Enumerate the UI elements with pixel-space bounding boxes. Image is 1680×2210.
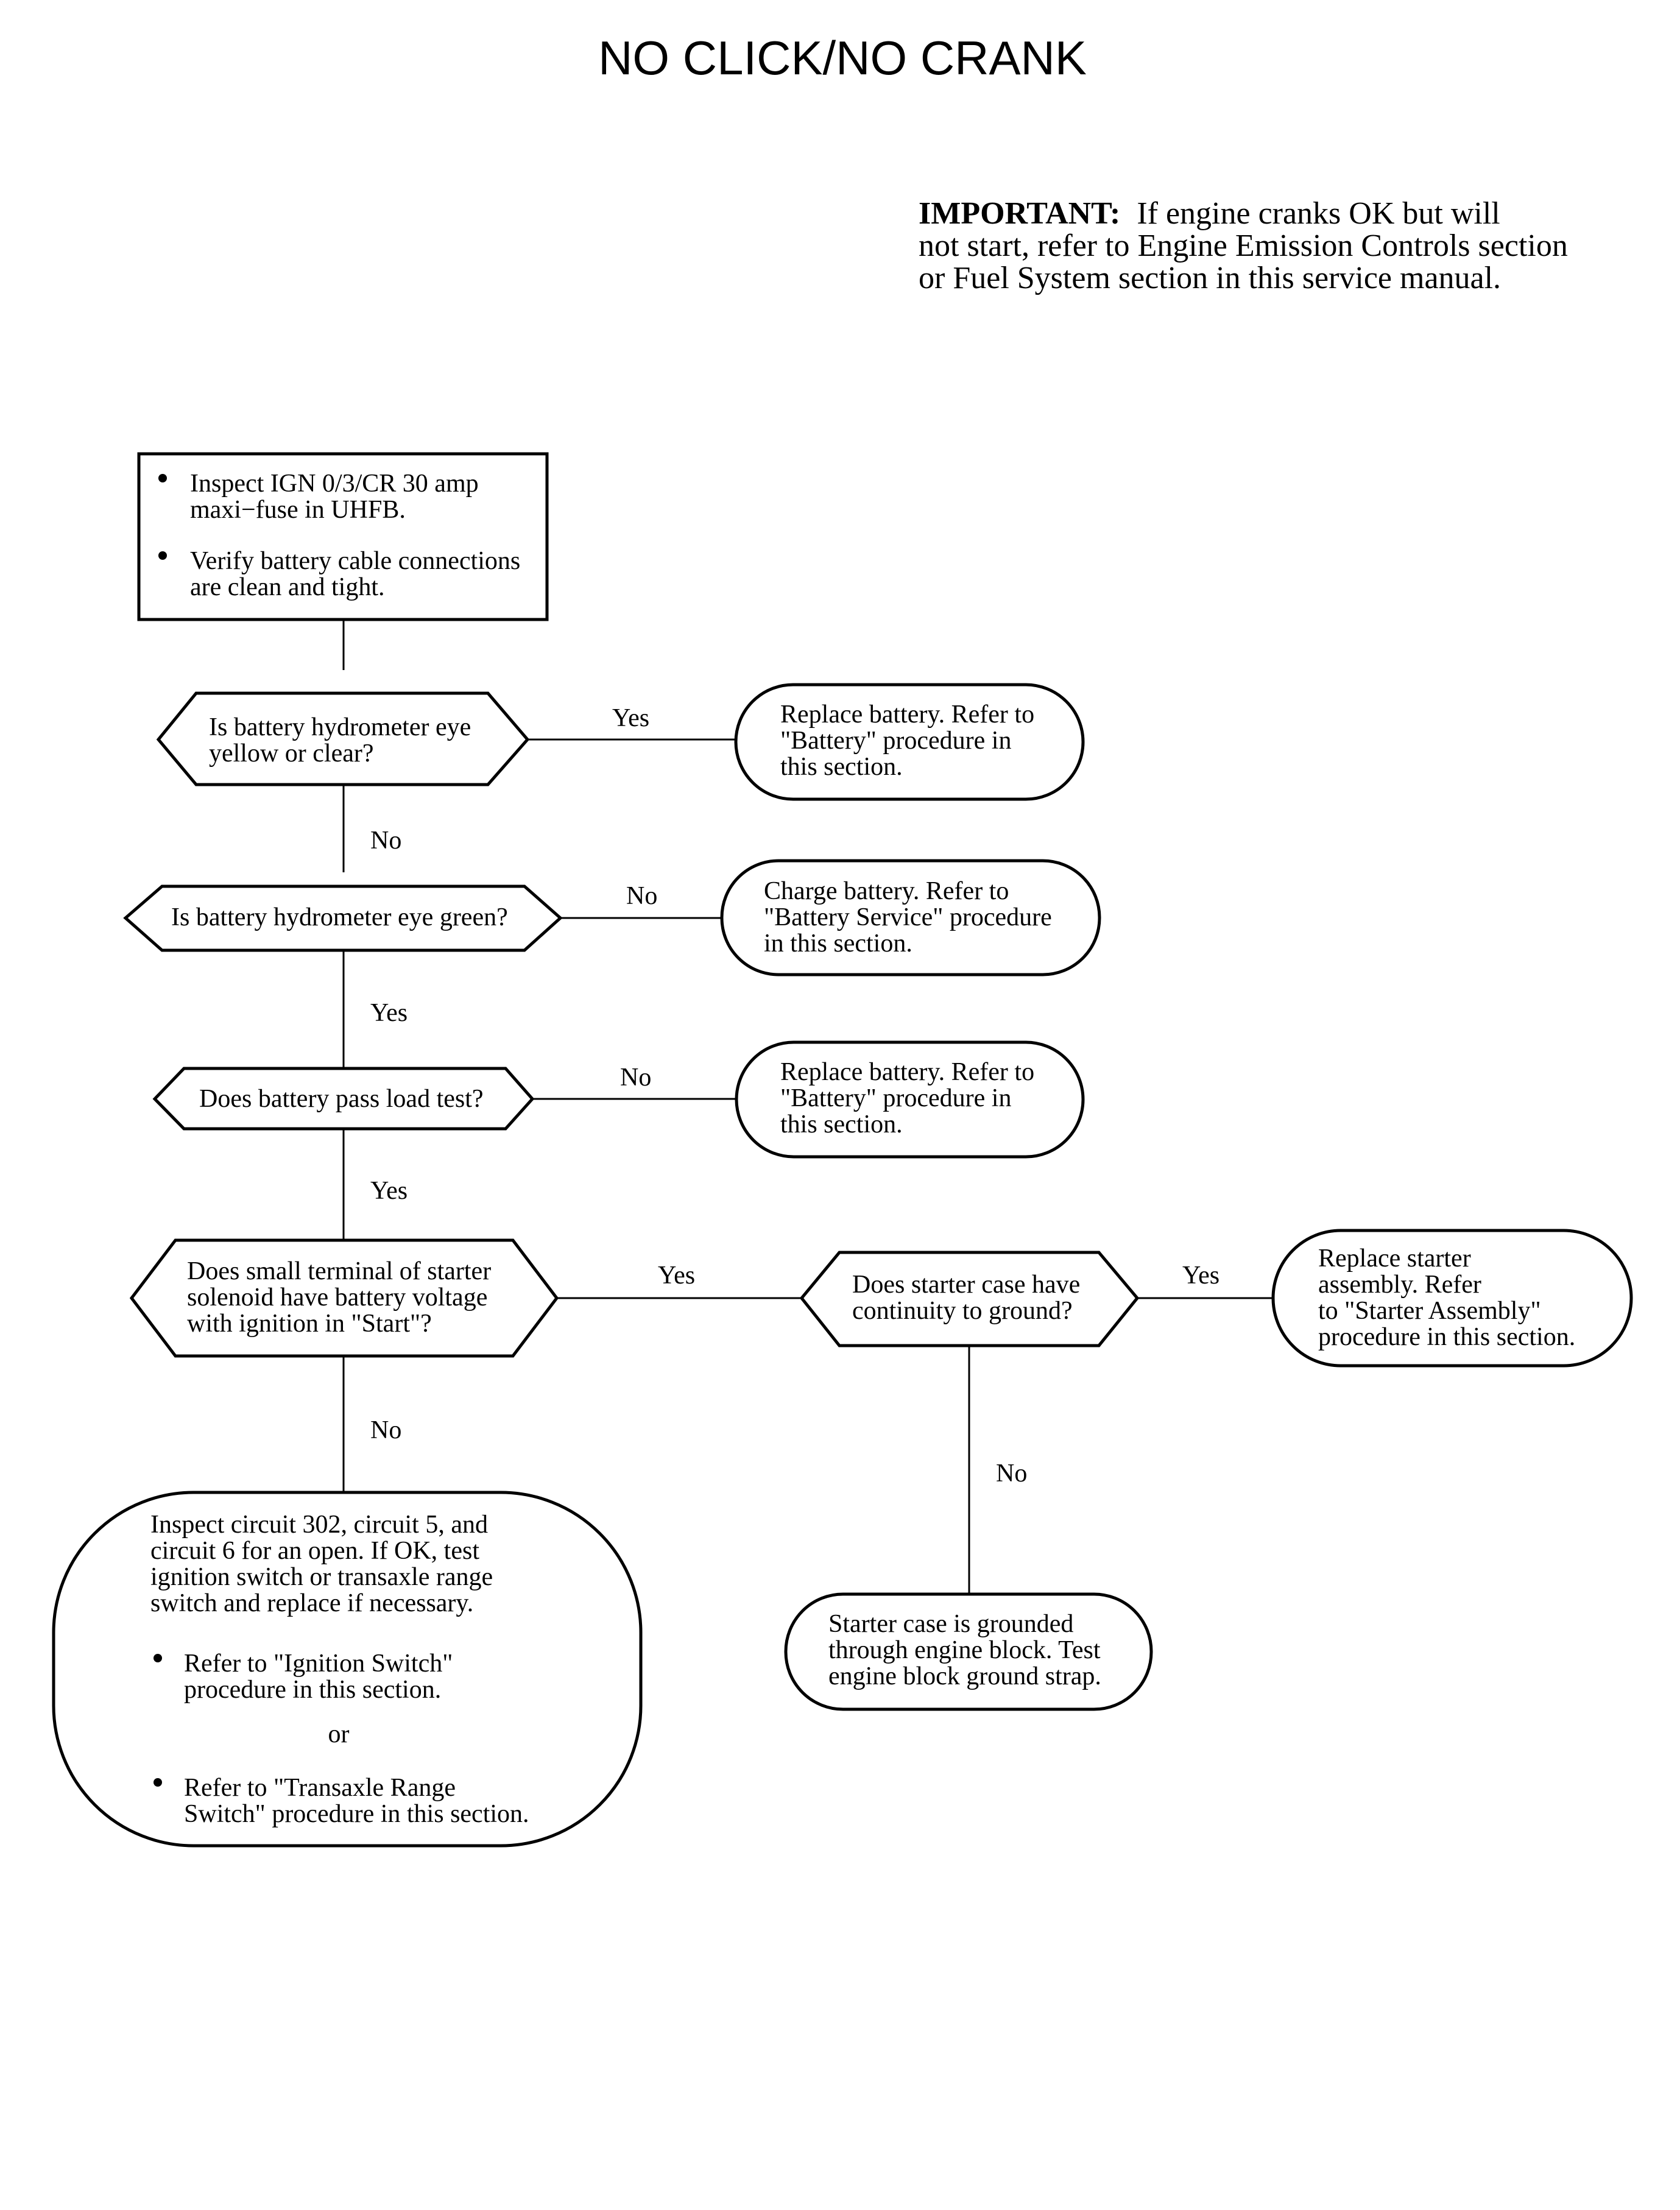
edge-label-d4-no: No [370,1416,401,1444]
action-5-line-1: Starter case is grounded [828,1610,1073,1638]
action-6-ref-2-line-1: Refer to "Transaxle Range [184,1774,456,1802]
edge-label-d4-yes: Yes [658,1262,695,1290]
action-5-line-3: engine block ground strap. [828,1662,1101,1690]
bullet-2 [158,551,167,560]
action-6-ref-1-line-1: Refer to "Ignition Switch" [184,1650,453,1678]
edge-label-d3-yes: Yes [370,1177,408,1205]
edge-label-d1-no: No [370,827,401,855]
action-6-intro-line-2: circuit 6 for an open. If OK, test [150,1537,479,1565]
bullet-3 [154,1654,162,1662]
action-3-line-2: "Battery" procedure in [780,1084,1011,1112]
action-4-line-2: assembly. Refer [1318,1271,1481,1299]
decision-starter-continuity: Does starter case have continuity to gro… [799,1251,1140,1347]
edge-label-d2-yes: Yes [370,999,408,1027]
start-box: Inspect IGN 0/3/CR 30 amp maxi−fuse in U… [137,452,549,621]
action-ground-strap: Starter case is grounded through engine … [784,1592,1153,1711]
action-3-line-1: Replace battery. Refer to [780,1058,1034,1086]
decision-4-line-3: with ignition in "Start"? [187,1310,432,1338]
decision-hydrometer-green: Is battery hydrometer eye green? [123,884,563,952]
page-title: NO CLICK/NO CRANK [598,31,1087,85]
action-6-intro-line-1: Inspect circuit 302, circuit 5, and [150,1511,488,1539]
important-line-1: If engine cranks OK but will [1137,196,1500,231]
svg-text:IMPORTANT: If engine cra: IMPORTANT: If engine cranks OK but will [919,196,1500,231]
start-bullet-2-line-1: Verify battery cable connections [190,547,520,575]
bullet-1 [158,474,167,482]
action-6-ref-1-line-2: procedure in this section. [184,1676,441,1704]
edge-labels: Yes No No Yes No Yes Yes No Yes No [370,704,1219,1488]
decision-5-line-2: continuity to ground? [852,1297,1073,1325]
action-6-or: or [328,1720,350,1748]
action-6-ref-2-line-2: Switch" procedure in this section. [184,1800,529,1828]
action-inspect-circuits: Inspect circuit 302, circuit 5, and circ… [52,1491,643,1848]
decision-hydrometer-yellow: Is battery hydrometer eye yellow or clea… [156,691,530,786]
decision-1-line-2: yellow or clear? [209,740,374,768]
start-bullet-1-line-1: Inspect IGN 0/3/CR 30 amp [190,470,479,498]
action-4-line-3: to "Starter Assembly" [1318,1297,1541,1325]
start-bullet-2-line-2: are clean and tight. [190,573,385,601]
edge-label-d5-no: No [996,1460,1027,1488]
action-4-line-1: Replace starter [1318,1244,1471,1273]
edge-label-d3-no: No [620,1064,651,1092]
edge-label-d2-no: No [626,882,657,910]
action-6-intro-line-3: ignition switch or transaxle range [150,1563,493,1591]
decision-solenoid-voltage: Does small terminal of starter solenoid … [129,1238,559,1358]
decision-5-line-1: Does starter case have [852,1271,1080,1299]
edge-label-d1-yes: Yes [612,704,649,732]
important-line-2: not start, refer to Engine Emission Cont… [919,228,1568,263]
start-bullet-1-line-2: maxi−fuse in UHFB. [190,496,406,524]
action-6-intro-line-4: switch and replace if necessary. [150,1589,473,1617]
decision-2-line-1: Is battery hydrometer eye green? [171,903,508,931]
action-5-line-2: through engine block. Test [828,1636,1101,1664]
important-line-3: or Fuel System section in this service m… [919,261,1501,295]
action-replace-battery-1: Replace battery. Refer to "Battery" proc… [734,683,1085,801]
edge-label-d5-yes: Yes [1182,1262,1219,1290]
action-2-line-3: in this section. [764,930,912,958]
action-replace-battery-2: Replace battery. Refer to "Battery" proc… [735,1040,1085,1159]
action-1-line-1: Replace battery. Refer to [780,701,1034,729]
action-2-line-1: Charge battery. Refer to [764,877,1009,905]
action-replace-starter: Replace starter assembly. Refer to "Star… [1271,1229,1633,1368]
important-label: IMPORTANT: [919,196,1120,231]
action-2-line-2: "Battery Service" procedure [764,903,1052,931]
action-1-line-3: this section. [780,753,903,781]
action-3-line-3: this section. [780,1110,903,1139]
decision-4-line-2: solenoid have battery voltage [187,1283,487,1312]
action-4-line-4: procedure in this section. [1318,1323,1575,1351]
important-note: IMPORTANT: If engine cranks OK but will … [919,196,1568,295]
decision-4-line-1: Does small terminal of starter [187,1257,491,1285]
decision-3-line-1: Does battery pass load test? [199,1085,484,1113]
bullet-4 [154,1778,162,1787]
decision-1-line-1: Is battery hydrometer eye [209,713,471,741]
decision-load-test: Does battery pass load test? [152,1067,535,1131]
connectors [342,620,1273,1594]
action-1-line-2: "Battery" procedure in [780,727,1011,755]
action-charge-battery: Charge battery. Refer to "Battery Servic… [720,859,1101,976]
